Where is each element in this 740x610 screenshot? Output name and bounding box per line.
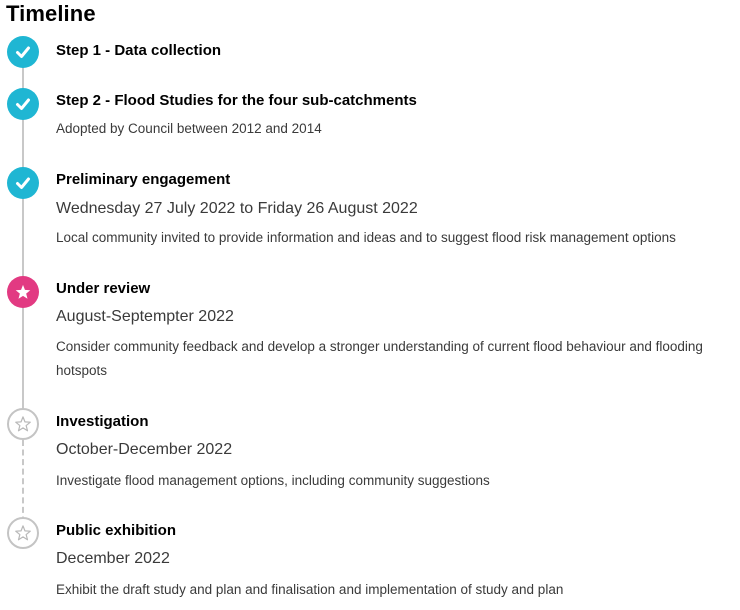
step-description: Adopted by Council between 2012 and 2014 — [56, 121, 322, 136]
step-title: Under review — [56, 280, 151, 297]
step-title: Preliminary engagement — [56, 171, 231, 188]
step-description: Local community invited to provide infor… — [56, 230, 676, 245]
step-title: Step 1 - Data collection — [56, 42, 222, 59]
star-outline-icon — [7, 517, 39, 549]
check-icon — [7, 36, 39, 68]
timeline-connector-dashed — [22, 440, 24, 532]
step-description: Exhibit the draft study and plan and fin… — [56, 582, 564, 597]
step-description: Investigate flood management options, in… — [56, 473, 490, 488]
step-title: Public exhibition — [56, 522, 177, 539]
star-icon — [7, 276, 39, 308]
star-outline-icon — [7, 408, 39, 440]
step-description: Consider community feedback and develop … — [56, 339, 703, 378]
step-title: Investigation — [56, 413, 149, 430]
check-icon — [7, 88, 39, 120]
step-date: October-December 2022 — [56, 441, 233, 458]
step-date: December 2022 — [56, 550, 170, 567]
timeline-title: Timeline — [6, 1, 96, 26]
step-date: Wednesday 27 July 2022 to Friday 26 Augu… — [56, 200, 418, 217]
timeline-connector-solid — [22, 52, 24, 420]
check-icon — [7, 167, 39, 199]
step-date: August-Septempter 2022 — [56, 308, 234, 325]
step-title: Step 2 - Flood Studies for the four sub-… — [56, 92, 417, 109]
